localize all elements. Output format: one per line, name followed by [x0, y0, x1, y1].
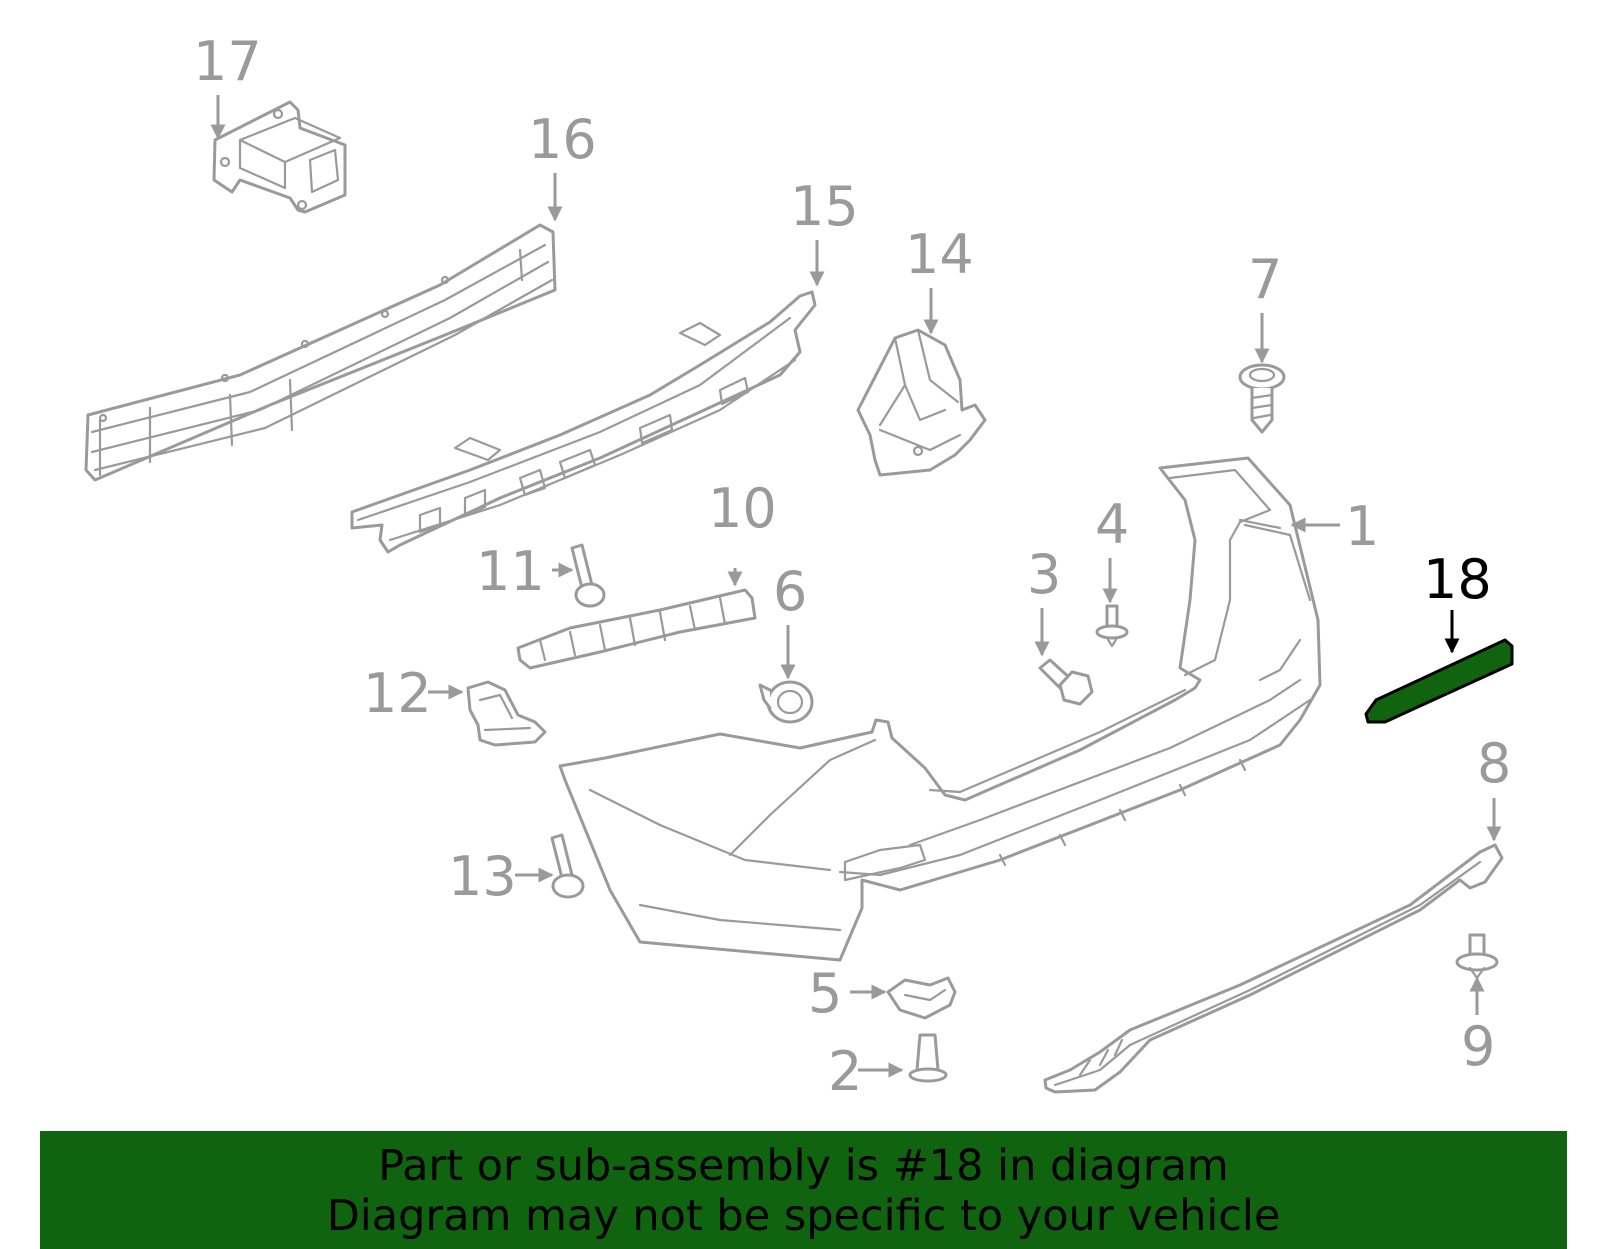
part-6-grommet — [758, 680, 814, 724]
part-16-reinforcement-beam — [84, 223, 557, 482]
info-banner: Part or sub-assembly is #18 in diagram D… — [40, 1131, 1567, 1249]
callout-10: 10 — [708, 477, 777, 540]
callout-18-highlighted: 18 — [1423, 548, 1492, 611]
callout-9: 9 — [1461, 1015, 1495, 1078]
part-14-side-bracket — [856, 328, 987, 477]
callout-11: 11 — [476, 540, 545, 603]
callout-17: 17 — [193, 30, 262, 93]
part-17-tow-bracket — [212, 100, 347, 214]
part-5-bracket — [886, 976, 957, 1020]
callout-16: 16 — [528, 108, 597, 171]
callout-14: 14 — [905, 223, 974, 286]
part-13-bolt — [550, 833, 585, 899]
part-18-highlighted-molding — [1364, 638, 1514, 724]
part-7-clip — [1238, 363, 1286, 434]
part-9-push-pin — [1455, 933, 1499, 980]
banner-line-2: Diagram may not be specific to your vehi… — [326, 1191, 1281, 1241]
part-1-bumper-cover — [558, 456, 1322, 962]
callout-6: 6 — [773, 560, 807, 623]
part-15-absorber — [350, 290, 817, 554]
callout-labels: 17 16 15 14 7 1 4 3 6 10 11 12 13 5 2 8 … — [193, 30, 1511, 1103]
leader-arrows — [210, 95, 1502, 1078]
callout-2: 2 — [828, 1040, 862, 1103]
banner-line-1: Part or sub-assembly is #18 in diagram — [378, 1141, 1229, 1191]
callout-13: 13 — [448, 845, 517, 908]
callout-8: 8 — [1477, 732, 1511, 795]
callout-5: 5 — [808, 962, 842, 1025]
part-3-bolt — [1038, 658, 1094, 706]
callout-1: 1 — [1345, 495, 1379, 558]
part-10-retainer — [516, 588, 757, 670]
callout-15: 15 — [790, 175, 859, 238]
callout-4: 4 — [1095, 493, 1129, 556]
part-4-bolt — [1095, 604, 1129, 648]
callout-12: 12 — [363, 662, 432, 725]
callout-7: 7 — [1248, 248, 1282, 311]
part-8-lower-molding — [1043, 843, 1504, 1094]
callout-3: 3 — [1027, 543, 1061, 606]
part-12-bracket — [466, 680, 547, 747]
part-11-bolt — [570, 543, 606, 608]
part-2-push-clip — [908, 1033, 948, 1083]
